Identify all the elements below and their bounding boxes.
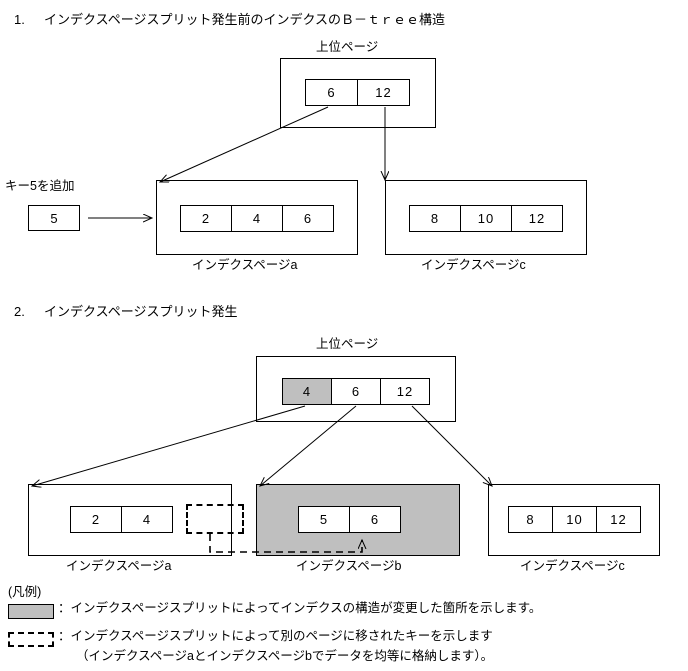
key-cell[interactable]: 6	[331, 378, 381, 405]
legend-entry-1-label: ：インデクスページスプリットによってインデクスの構造が変更した箇所を示します。	[58, 601, 542, 615]
key-cell[interactable]: 2	[70, 506, 122, 533]
key-cell[interactable]: 10	[460, 205, 512, 232]
key-cell[interactable]: 5	[298, 506, 350, 533]
upper-page-label-text: 上位ページ	[316, 40, 379, 54]
key-cell[interactable]: 4	[121, 506, 173, 533]
page-caption-text: インデクスページa	[192, 258, 298, 272]
section-1-number-text: 1.	[14, 12, 25, 27]
section-2-upper-page-label: 上位ページ	[316, 337, 378, 352]
section-2-title-text: インデクスページスプリット発生	[44, 304, 238, 319]
section-2-page-b-keys: 5 6	[298, 506, 401, 533]
legend-title: (凡例)	[8, 584, 41, 601]
legend-entry-2-label-line2: （インデクスページaとインデクスページbでデータを均等に格納します）。	[76, 649, 494, 663]
legend-entry-2-label: ：インデクスページスプリットによって別のページに移されたキーを示します	[58, 629, 493, 643]
legend-entry-2-text-line2: （インデクスページaとインデクスページbでデータを均等に格納します）。	[76, 648, 493, 665]
key-cell[interactable]: 12	[380, 378, 430, 405]
section-2-number-text: 2.	[14, 304, 25, 319]
key-cell[interactable]: 2	[180, 205, 232, 232]
key-cell[interactable]: 4	[231, 205, 283, 232]
key-cell[interactable]: 12	[596, 506, 641, 533]
key-cell-highlighted[interactable]: 4	[282, 378, 332, 405]
key-cell[interactable]: 8	[508, 506, 553, 533]
key-cell[interactable]: 6	[305, 79, 358, 106]
section-1-page-a-keys: 2 4 6	[180, 205, 334, 232]
legend-title-text: (凡例)	[8, 585, 42, 599]
section-1-number: 1.	[14, 12, 25, 28]
section-1-title-text: インデクスページスプリット発生前のインデクスのＢ－ｔｒｅｅ構造	[44, 12, 446, 27]
page-caption-text: インデクスページc	[421, 258, 526, 272]
section-2-upper-page-keys: 4 6 12	[282, 378, 430, 405]
add-key-label: キー5を追加	[5, 179, 74, 194]
section-2-page-a-moved-key-cell	[186, 504, 244, 534]
section-2-page-a-caption: インデクスページa	[66, 559, 171, 574]
page-caption-text: インデクスページa	[66, 559, 172, 573]
section-1-upper-page-keys: 6 12	[305, 79, 410, 106]
add-key-label-text: キー5を追加	[5, 179, 75, 193]
section-2-number: 2.	[14, 304, 25, 320]
key-cell[interactable]: 8	[409, 205, 461, 232]
section-2-page-c-keys: 8 10 12	[508, 506, 641, 533]
section-2-page-c-caption: インデクスページc	[520, 559, 625, 574]
key-cell[interactable]: 6	[349, 506, 401, 533]
section-1-title: インデクスページスプリット発生前のインデクスのＢ－ｔｒｅｅ構造	[44, 12, 445, 28]
key-cell[interactable]: 12	[511, 205, 563, 232]
upper-page-label-text: 上位ページ	[316, 337, 379, 351]
add-key-box[interactable]: 5	[28, 205, 80, 231]
legend-entry-2-text: ：インデクスページスプリットによって別のページに移されたキーを示します	[58, 628, 493, 645]
section-2-page-b-caption: インデクスページb	[296, 559, 401, 574]
legend-entry-1-text: ：インデクスページスプリットによってインデクスの構造が変更した箇所を示します。	[58, 600, 541, 617]
page-caption-text: インデクスページc	[520, 559, 625, 573]
page-caption-text: インデクスページb	[296, 559, 402, 573]
gray-fill-swatch	[8, 604, 54, 619]
key-cell[interactable]: 6	[282, 205, 334, 232]
key-cell[interactable]: 12	[357, 79, 410, 106]
section-1-page-a-caption: インデクスページa	[192, 258, 297, 273]
dashed-outline-swatch	[8, 632, 54, 647]
section-2-title: インデクスページスプリット発生	[44, 304, 237, 320]
section-1-page-c-caption: インデクスページc	[421, 258, 526, 273]
section-2-page-a-keys: 2 4	[70, 506, 173, 533]
section-1-page-c-keys: 8 10 12	[409, 205, 563, 232]
section-1-upper-page-label: 上位ページ	[316, 40, 378, 55]
key-cell[interactable]: 10	[552, 506, 597, 533]
